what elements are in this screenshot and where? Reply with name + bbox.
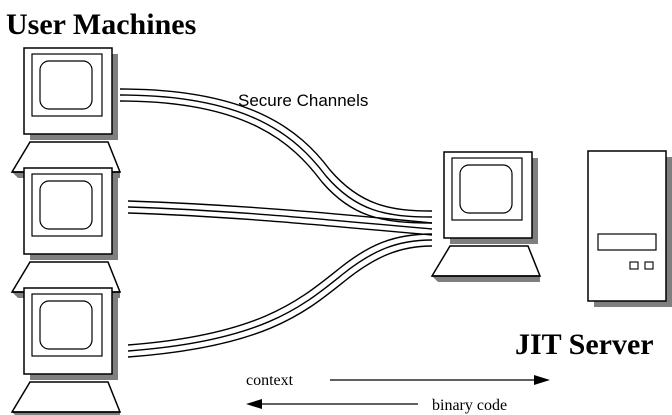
secure-channel-middle — [127, 200, 433, 236]
server-tower — [587, 150, 672, 307]
secure-channel-top — [119, 88, 433, 224]
client-computer-top — [11, 47, 121, 179]
jit-server-title: JIT Server — [515, 328, 654, 361]
secure-channels-label: Secure Channels — [238, 91, 368, 110]
client-computer-middle — [11, 167, 121, 299]
binary-code-arrow — [246, 399, 418, 409]
client-computer-bottom — [11, 287, 121, 415]
binary-code-label: binary code — [432, 397, 507, 414]
secure-channel-bottom — [127, 233, 433, 358]
user-machines-title: User Machines — [6, 8, 196, 41]
server-computer — [431, 151, 541, 283]
indicator-light — [644, 261, 654, 270]
context-label: context — [246, 372, 294, 389]
indicator-light — [629, 261, 639, 270]
context-arrow — [330, 375, 550, 385]
drive-bay — [597, 233, 657, 251]
